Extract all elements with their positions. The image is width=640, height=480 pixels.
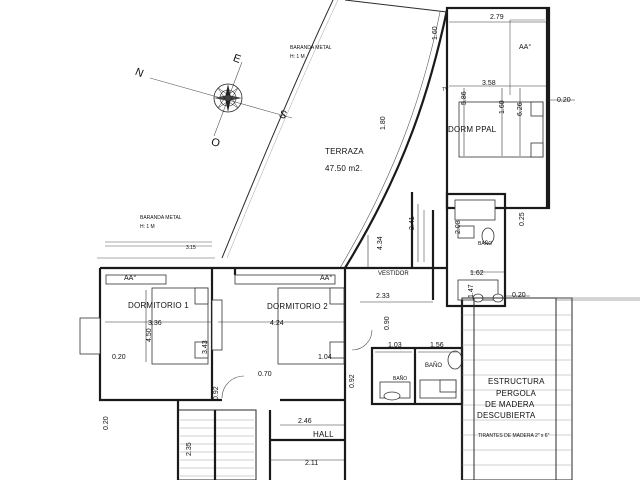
aa-master: AA°	[519, 44, 532, 51]
dim-2.79: 2.79	[490, 14, 504, 21]
beams-note: TIRANTES DE MADERA 2" x 6"	[478, 433, 550, 439]
dim-5.86: 5.86	[461, 91, 468, 105]
railing-top-note: BARANDA METAL	[290, 45, 332, 51]
pergola-structure	[461, 297, 573, 480]
master-bedroom-walls	[445, 6, 551, 210]
dim-1.56: 1.56	[430, 342, 444, 349]
dim-4.50: 4.50	[146, 328, 153, 342]
master-bath-walls	[445, 192, 507, 308]
dim-1.80: 1.80	[380, 116, 387, 130]
bath3-label: BAÑO	[393, 376, 408, 382]
compass-rose-icon	[149, 61, 293, 137]
dim-1.47: 1.47	[468, 284, 475, 298]
dim-4.24: 4.24	[270, 320, 284, 327]
dim-1.03: 1.03	[388, 342, 402, 349]
dim-3.58: 3.58	[482, 80, 496, 87]
pergola-note-2: PERGOLA	[496, 389, 537, 398]
dim-6.26: 6.26	[517, 102, 524, 116]
bedroom2-label: DORMITORIO 2	[267, 302, 328, 311]
dim-3.36: 3.36	[148, 320, 162, 327]
bedroom1-label: DORMITORIO 1	[128, 301, 189, 310]
aa-bed2: AA°	[320, 275, 333, 282]
dim-2.08: 2.08	[455, 220, 462, 234]
dim-0.20c: 0.20	[112, 354, 126, 361]
dim-3.15: 3.15	[186, 245, 196, 251]
bath2-label: BAÑO	[425, 363, 443, 369]
dim-2.35: 2.35	[186, 442, 193, 456]
dim-2.41: 2.41	[409, 216, 416, 230]
dim-0.20a: 0.20	[557, 97, 571, 104]
dim-1.60a: 1.60	[432, 26, 439, 40]
terrace-inner-wall	[344, 9, 449, 269]
hall-label: HALL	[313, 430, 334, 439]
dim-0.92a: 0.92	[213, 386, 220, 400]
railing-left-note: BARANDA METAL	[140, 215, 182, 221]
railing-left-height: H: 1 M	[140, 224, 155, 230]
dressing-label: VESTIDOR	[378, 271, 409, 277]
pergola-note-4: DESCUBIERTA	[477, 411, 536, 420]
dim-0.20d: 0.20	[103, 416, 110, 430]
master-bedroom-label: DORM PPAL	[448, 125, 497, 134]
terrace-label: TERRAZA	[325, 147, 364, 156]
dim-2.46: 2.46	[298, 418, 312, 425]
dim-3.43: 3.43	[202, 340, 209, 354]
master-bath-label: BAÑO	[478, 241, 493, 247]
terrace-railing-arc	[221, 0, 334, 259]
terrace-area: 47.50 m2.	[325, 164, 363, 173]
pergola-note-1: ESTRUCTURA	[488, 377, 545, 386]
tv-note: TV	[442, 87, 449, 93]
dim-0.70: 0.70	[258, 371, 272, 378]
dim-0.20b: 0.20	[512, 292, 526, 299]
aa-bed1: AA°	[124, 275, 137, 282]
dim-1.62: 1.62	[470, 270, 484, 277]
railing-top-height: H: 1 M	[290, 54, 305, 60]
dim-2.11: 2.11	[305, 460, 319, 467]
master-bed	[458, 101, 544, 158]
dim-0.25: 0.25	[519, 212, 526, 226]
dim-1.04: 1.04	[318, 354, 332, 361]
dim-4.34: 4.34	[377, 236, 384, 250]
dim-0.90: 0.90	[384, 316, 391, 330]
pergola-note-3: DE MADERA	[485, 400, 535, 409]
dim-0.92b: 0.92	[349, 374, 356, 388]
dim-1.60b: 1.60	[499, 100, 506, 114]
dim-2.33: 2.33	[376, 293, 390, 300]
